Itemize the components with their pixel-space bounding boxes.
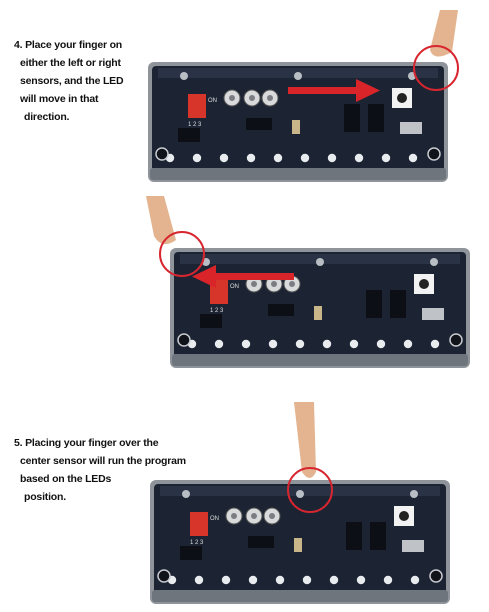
switch-numbers: 1 2 3 [190, 540, 204, 546]
led-2 [221, 575, 231, 585]
step-5-line-2: center sensor will run the program [20, 455, 186, 467]
step-4-line-5: direction. [24, 111, 70, 123]
step-4-line-2: either the left or right [20, 57, 121, 69]
led-7 [376, 339, 386, 349]
led-9 [408, 153, 418, 163]
highlight-circle [413, 45, 459, 91]
header-connector [268, 304, 294, 316]
finger-image [294, 402, 316, 478]
led-6 [329, 575, 339, 585]
led-4 [273, 153, 283, 163]
board-svg: ON 1 2 3 [148, 10, 459, 182]
direction-arrow-left [192, 265, 294, 288]
touch-sensor-0 [182, 490, 190, 498]
bumper-left [155, 147, 169, 161]
led-6 [327, 153, 337, 163]
led-9 [430, 339, 440, 349]
servo-connector [400, 122, 422, 134]
crystal [294, 538, 302, 552]
led-9 [410, 575, 420, 585]
led-8 [383, 575, 393, 585]
board-svg: ON 1 2 3 [146, 196, 470, 368]
pin-header-a [344, 104, 360, 132]
finger-image [146, 196, 176, 245]
led-1 [214, 339, 224, 349]
step-5-line-3: based on the LEDs [20, 473, 112, 485]
dip-switch [190, 512, 208, 536]
pin-header-a [366, 290, 382, 318]
header-connector [248, 536, 274, 548]
touch-sensor-1 [296, 490, 304, 498]
led-2 [241, 339, 251, 349]
highlight-circle [287, 467, 333, 513]
pin-header-a [346, 522, 362, 550]
led-4 [295, 339, 305, 349]
pin-header-b [368, 104, 384, 132]
led-8 [381, 153, 391, 163]
led-4 [275, 575, 285, 585]
touch-sensor-0 [180, 72, 188, 80]
board-photo-step-5: ON 1 2 3 [140, 402, 460, 607]
led-1 [194, 575, 204, 585]
switch-on-label: ON [208, 98, 217, 104]
led-1 [192, 153, 202, 163]
touch-sensor-1 [294, 72, 302, 80]
bumper-right [427, 147, 441, 161]
crystal [314, 306, 322, 320]
led-3 [268, 339, 278, 349]
touch-sensor-1 [316, 258, 324, 266]
led-7 [356, 575, 366, 585]
bumper-left [177, 333, 191, 347]
bumper-left [157, 569, 171, 583]
battery-connector [180, 546, 202, 560]
switch-numbers: 1 2 3 [188, 122, 202, 128]
board-svg: ON 1 2 3 [150, 402, 450, 604]
led-7 [354, 153, 364, 163]
direction-arrow-right [288, 79, 380, 102]
switch-on-label: ON [230, 284, 239, 290]
battery-connector [200, 314, 222, 328]
crystal [292, 120, 300, 134]
battery-connector [178, 128, 200, 142]
board-photo-step-4-left: ON 1 2 3 [140, 196, 480, 376]
board-rail [150, 168, 446, 180]
touch-sensor-2 [430, 258, 438, 266]
led-5 [300, 153, 310, 163]
step-5-line-4: position. [24, 491, 66, 503]
bumper-right [429, 569, 443, 583]
led-5 [322, 339, 332, 349]
board-rail [172, 354, 468, 366]
board-photo-step-4: ON 1 2 3 [140, 10, 460, 190]
led-3 [246, 153, 256, 163]
step-4-instructions: 4. Place your finger on either the left … [14, 36, 124, 126]
led-5 [302, 575, 312, 585]
servo-connector [402, 540, 424, 552]
pin-header-b [370, 522, 386, 550]
dip-switch [188, 94, 206, 118]
led-6 [349, 339, 359, 349]
step-4-line-1: 4. Place your finger on [14, 39, 123, 51]
header-connector [246, 118, 272, 130]
servo-connector [422, 308, 444, 320]
step-4-line-4: will move in that [20, 93, 99, 105]
bumper-right [449, 333, 463, 347]
led-8 [403, 339, 413, 349]
finger-image [430, 10, 458, 57]
led-3 [248, 575, 258, 585]
touch-sensor-2 [410, 490, 418, 498]
switch-on-label: ON [210, 516, 219, 522]
board-rail [152, 590, 448, 602]
switch-numbers: 1 2 3 [210, 308, 224, 314]
led-2 [219, 153, 229, 163]
step-5-instructions: 5. Placing your finger over the center s… [14, 434, 186, 506]
step-5-line-1: 5. Placing your finger over the [14, 437, 159, 449]
pin-header-b [390, 290, 406, 318]
step-4-line-3: sensors, and the LED [20, 75, 124, 87]
highlight-circle [159, 231, 205, 277]
